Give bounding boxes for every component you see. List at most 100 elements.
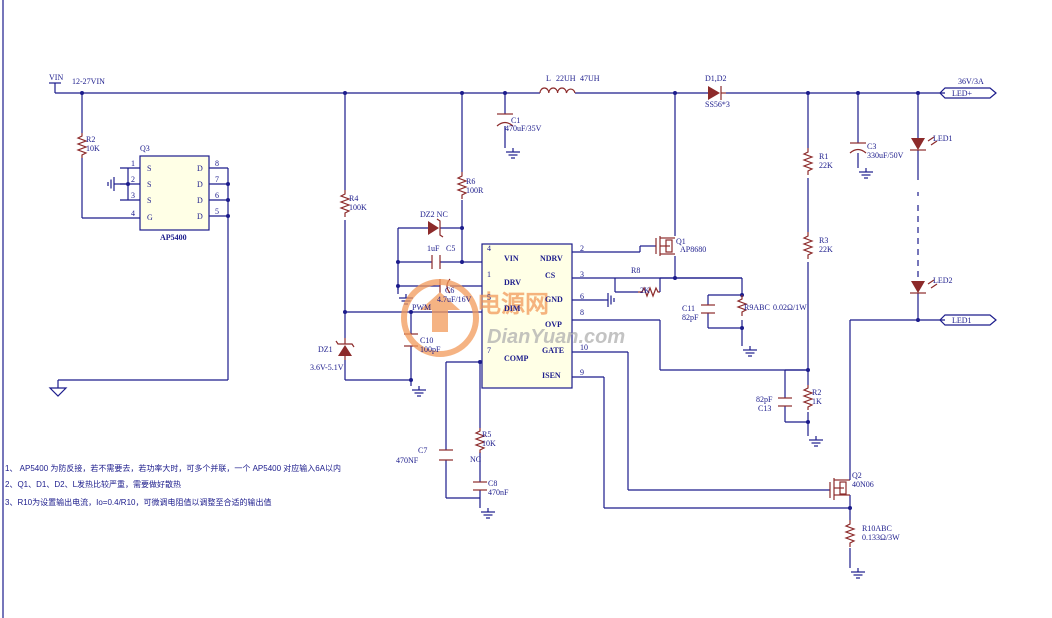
watermark-logo [401, 279, 479, 357]
q3-part: AP5400 [160, 233, 187, 242]
d1-ref: D1,D2 [705, 74, 727, 83]
zener-dz2 [428, 218, 444, 238]
led1-ref: LED1 [933, 134, 953, 143]
q3-package [139, 155, 210, 231]
watermark-cn: 电源网 [477, 291, 549, 318]
connector-led-plus [939, 87, 997, 99]
r5-val: 10K [482, 439, 496, 448]
c13-val: 82pF [756, 395, 773, 404]
ic-pin-num: 3 [580, 270, 584, 279]
r6-ref: R6 [466, 177, 475, 186]
l-ref: L [546, 74, 551, 83]
diode-d1 [708, 86, 726, 100]
r9-ref: R9ABC [744, 303, 770, 312]
led-1 [910, 136, 938, 151]
note-line: 1、 AP5400 为防反接，若不需要去，若功率大时，可多个并联，一个 AP54… [5, 463, 341, 473]
connector-led-minus [939, 314, 997, 326]
q3-pin-num: 6 [215, 191, 219, 200]
c11-val: 82pF [682, 313, 699, 322]
net-vin-range: 12-27VIN [72, 77, 105, 86]
capacitor-c1 [496, 113, 514, 127]
capacitor-c8 [473, 481, 487, 491]
r2b-ref: R2 [812, 388, 821, 397]
c10-ref: C10 [420, 336, 433, 345]
ground-symbols [398, 147, 874, 579]
watermark-en: DianYuan.com [487, 326, 625, 348]
led2-ref: LED2 [933, 276, 953, 285]
c7-val: 470NF [396, 456, 419, 465]
q3-pin-name: D [197, 196, 203, 205]
ic-pin-num: 2 [580, 244, 584, 253]
c5-ref: C5 [446, 244, 455, 253]
r1-ref: R1 [819, 152, 828, 161]
q2-ref: Q2 [852, 471, 862, 480]
r1-val: 22K [819, 161, 833, 170]
d1-val: SS56*3 [705, 100, 730, 109]
ic-pin-num: 9 [580, 368, 584, 377]
c3-ref: C3 [867, 142, 876, 151]
capacitor-c11 [701, 304, 715, 314]
q3-pin-name: D [197, 212, 203, 221]
q3-pin-num: 1 [131, 159, 135, 168]
resistor-r9 [736, 295, 748, 316]
q3-pin-num: 4 [131, 209, 135, 218]
q2-val: 40N06 [852, 480, 874, 489]
watermark: 电源网 DianYuan.com [401, 279, 625, 357]
r9-val: 0.02Ω/1W [773, 303, 807, 312]
r2-val: 10K [86, 144, 100, 153]
ic-pin-name: VIN [504, 254, 519, 263]
controller-ic [481, 243, 573, 389]
c1-ref: C1 [511, 116, 520, 125]
dz1-val: 3.6V-5.1V [310, 363, 344, 372]
resistor-r1 [802, 148, 814, 175]
inductor-l [539, 87, 576, 94]
ic-pin-name: ISEN [542, 371, 561, 380]
ic-pin-name: DRV [504, 278, 521, 287]
net-vin: VIN [49, 73, 63, 82]
c1-val: 470uF/35V [505, 124, 542, 133]
capacitor-c5 [431, 255, 441, 269]
resistor-r4 [339, 190, 351, 217]
c10-val: 100pF [420, 345, 441, 354]
ic-pin-num: 6 [580, 292, 584, 301]
resistor-r3 [802, 232, 814, 259]
r2-ref: R2 [86, 135, 95, 144]
c3-val: 330uF/50V [867, 151, 904, 160]
resistor-r6 [456, 172, 468, 199]
ic-pin-num: 1 [487, 270, 491, 279]
capacitor-c3 [849, 142, 867, 154]
r5-note: NC [470, 455, 481, 464]
l-val2: 47UH [580, 74, 600, 83]
q3-pin-name: D [197, 180, 203, 189]
c6-val: 4.7uF/16V [437, 295, 472, 304]
ground-side [107, 177, 615, 307]
q3-pin-num: 5 [215, 207, 219, 216]
led-2 [910, 279, 938, 294]
c8-val: 470nF [488, 488, 509, 497]
ic-pin-name: GND [545, 295, 563, 304]
c13-ref: C13 [758, 404, 771, 413]
ic-pin-name: COMP [504, 354, 529, 363]
watermark-logo-mark [420, 292, 460, 332]
resistor-r5 [474, 428, 486, 453]
ic-pin-num: 7 [487, 346, 491, 355]
resistor-r2b [802, 385, 814, 410]
note-line: 3、R10为设置输出电流，Io=0.4/R10，可微调电阻值以调整至合适的输出值 [5, 497, 272, 507]
ic-pin-num: 10 [580, 343, 588, 352]
resistor-r8 [638, 278, 661, 298]
q3-pin-name: S [147, 196, 151, 205]
q1-ref: Q1 [676, 237, 686, 246]
c6-ref: C6 [445, 286, 454, 295]
ic-pin-name: NDRV [540, 254, 563, 263]
q1-val: AP8680 [680, 245, 706, 254]
resistor-r10 [844, 520, 856, 547]
q3-pin-num: 7 [215, 175, 219, 184]
r5-ref: R5 [482, 430, 491, 439]
net-pwm: PWM [412, 303, 431, 312]
net-vout: 36V/3A [958, 77, 984, 86]
r10-val: 0.133Ω/3W [862, 533, 900, 542]
notes: 1、 AP5400 为防反接，若不需要去，若功率大时，可多个并联，一个 AP54… [5, 463, 341, 507]
r8-ref: R8 [631, 266, 640, 275]
l-val: 22UH [556, 74, 576, 83]
